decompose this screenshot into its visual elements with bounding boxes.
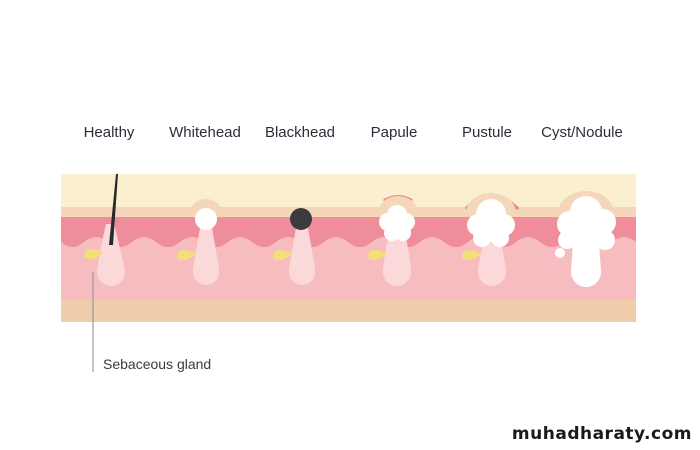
- skin-bump: [378, 196, 418, 213]
- blackhead-follicle: [273, 208, 315, 285]
- subcutaneous-layer: [61, 298, 636, 322]
- stage-label-healthy: Healthy: [83, 124, 135, 141]
- follicle-shape: [289, 228, 315, 285]
- whitehead-follicle: [177, 199, 222, 285]
- stage-label-papule: Papule: [370, 124, 418, 141]
- stage-label-whitehead: Whitehead: [169, 124, 241, 141]
- skin-bump: [190, 199, 222, 213]
- sebaceous-gland-icon: [177, 249, 197, 261]
- follicle-shape: [193, 228, 219, 285]
- skin-surface-line: [61, 207, 636, 217]
- follicle-shape: [478, 242, 506, 286]
- stage-label-blackhead: Blackhead: [264, 124, 336, 141]
- blackhead-plug: [290, 208, 312, 230]
- whitehead-plug: [195, 208, 217, 230]
- pustule-sebum: [467, 199, 515, 247]
- stage-label-cyst-nodule: Cyst/Nodule: [541, 124, 623, 141]
- watermark: muhadharaty.com: [511, 424, 692, 444]
- papule-sebum: [379, 205, 415, 241]
- sebaceous-gland-label: Sebaceous gland: [103, 356, 212, 372]
- sebaceous-gland-icon: [273, 249, 293, 261]
- cyst-sebum: [555, 196, 616, 287]
- hair-strand: [109, 174, 118, 245]
- stage-label-pustule: Pustule: [461, 124, 513, 141]
- cyst-follicle: [555, 191, 616, 287]
- papule-follicle: [368, 195, 418, 286]
- follicle-shape: [383, 232, 411, 286]
- sebaceous-gland-icon: [368, 249, 388, 261]
- follicle-shape: [97, 224, 125, 286]
- dermis-layer: [61, 232, 636, 300]
- healthy-follicle: [84, 174, 125, 286]
- pustule-follicle: [462, 193, 519, 286]
- sebaceous-gland-icon: [462, 249, 482, 261]
- epidermis-layer: [61, 174, 636, 212]
- sebaceous-gland-icon: [84, 248, 104, 260]
